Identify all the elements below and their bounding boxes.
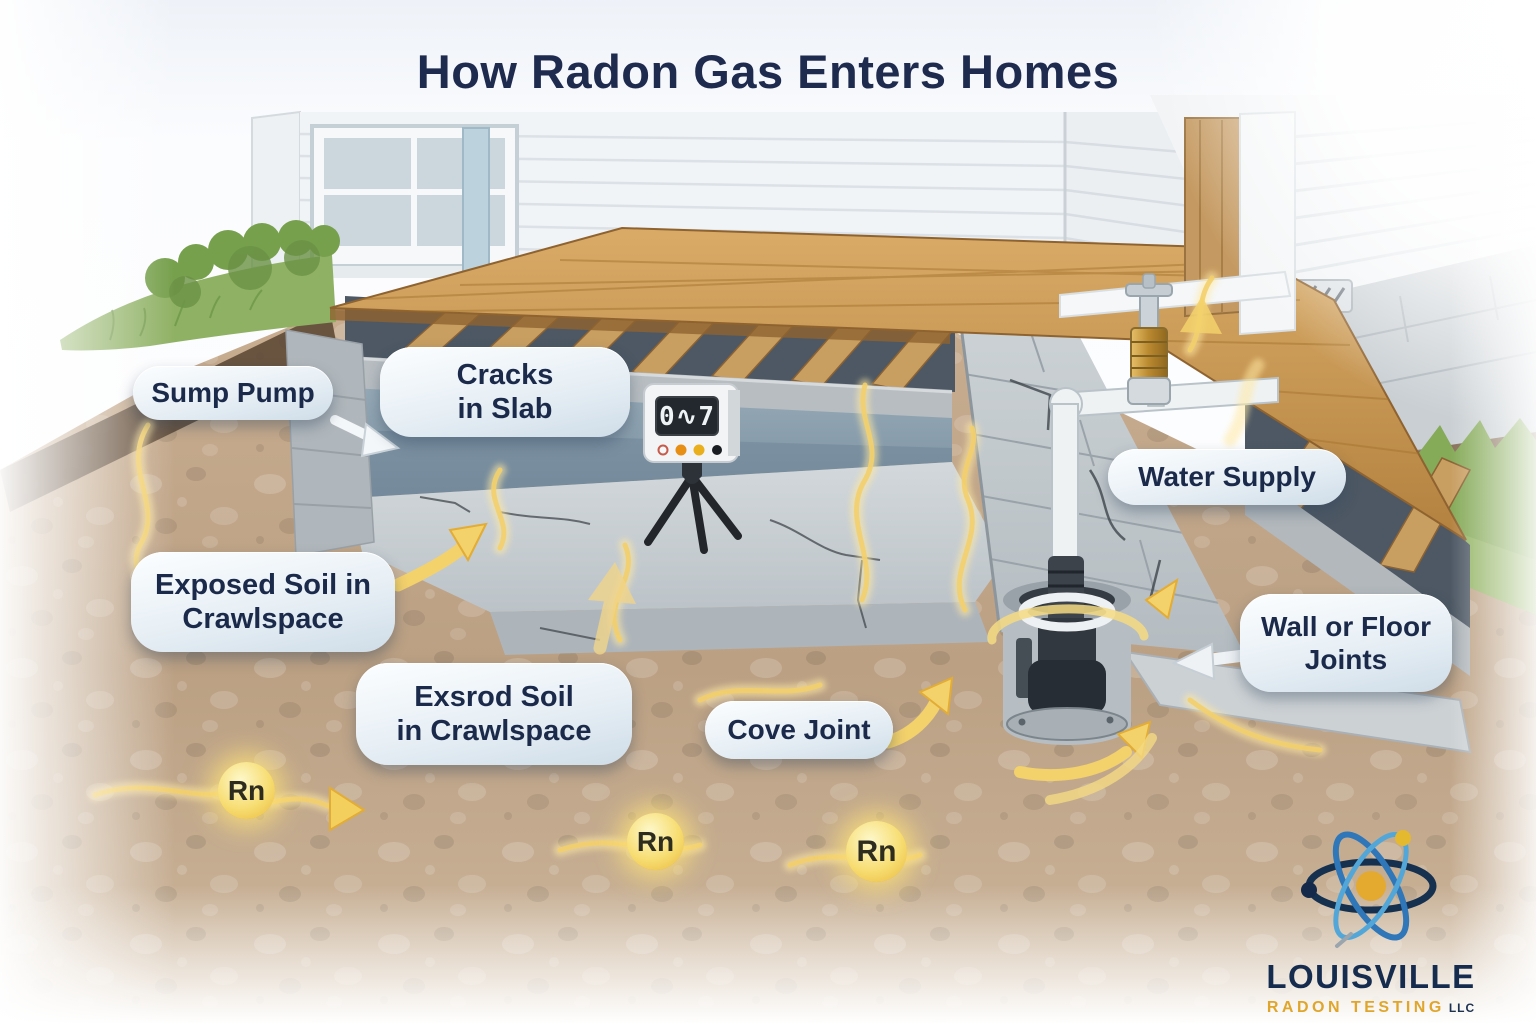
- callout-line: Joints: [1304, 644, 1388, 675]
- page-title: How Radon Gas Enters Homes: [416, 45, 1120, 98]
- callout-line: Water Supply: [1138, 461, 1316, 493]
- detector-screen: [655, 396, 719, 436]
- cove-joint-arrow: [881, 676, 954, 749]
- window: [306, 124, 524, 278]
- exposed-soil-arrow: [391, 522, 488, 592]
- basement-slab: [350, 462, 1005, 612]
- logo-suffix: LLC: [1448, 1001, 1476, 1015]
- callout-exposed-soil: Exposed Soil in Crawlspace: [131, 552, 395, 652]
- atom-logo-icon: [1301, 830, 1437, 948]
- left-foundation-wall: [285, 329, 375, 557]
- callout-cove-joint: Cove Joint: [705, 701, 893, 759]
- callout-line: Wall or Floor: [1260, 610, 1432, 642]
- callout-line: Cove Joint: [727, 714, 871, 746]
- radon-symbol-badge: Rn: [846, 821, 907, 882]
- callout-exsrod-soil: Exsrod Soil in Crawlspace: [356, 663, 632, 765]
- callout-line: Exposed Soil in: [155, 568, 371, 601]
- callout-line: Sump Pump: [151, 377, 315, 409]
- logo-company-name: LOUISVILLE: [1266, 958, 1476, 995]
- sump-pointer-arrow: [330, 415, 401, 458]
- soil-right-arrow: [329, 786, 366, 832]
- callout-water-supply: Water Supply: [1108, 449, 1346, 505]
- radon-symbol: Rn: [856, 834, 897, 868]
- radon-detector: [643, 383, 742, 554]
- callout-line: Cracks: [456, 358, 554, 391]
- radon-symbol-badge: Rn: [627, 813, 684, 870]
- radon-symbol: Rn: [636, 825, 675, 857]
- detector-reading: 0∿7: [658, 402, 716, 432]
- callout-sump-pump: Sump Pump: [133, 366, 333, 420]
- radon-symbol: Rn: [227, 774, 266, 806]
- callout-line: in Crawlspace: [396, 715, 592, 747]
- sump-swirl-arrows: [1014, 577, 1179, 805]
- callout-wall-floor-joints: Wall or Floor Joints: [1240, 594, 1452, 692]
- logo-tagline: RADON TESTING: [1266, 999, 1445, 1016]
- callout-line: in Slab: [457, 393, 553, 425]
- slab-up-arrow: [588, 562, 636, 655]
- callout-line: Crawlspace: [182, 603, 344, 635]
- callout-cracks-in-slab: Cracks in Slab: [380, 347, 630, 437]
- callout-line: Exsrod Soil: [414, 680, 574, 713]
- radon-symbol-badge: Rn: [218, 762, 275, 819]
